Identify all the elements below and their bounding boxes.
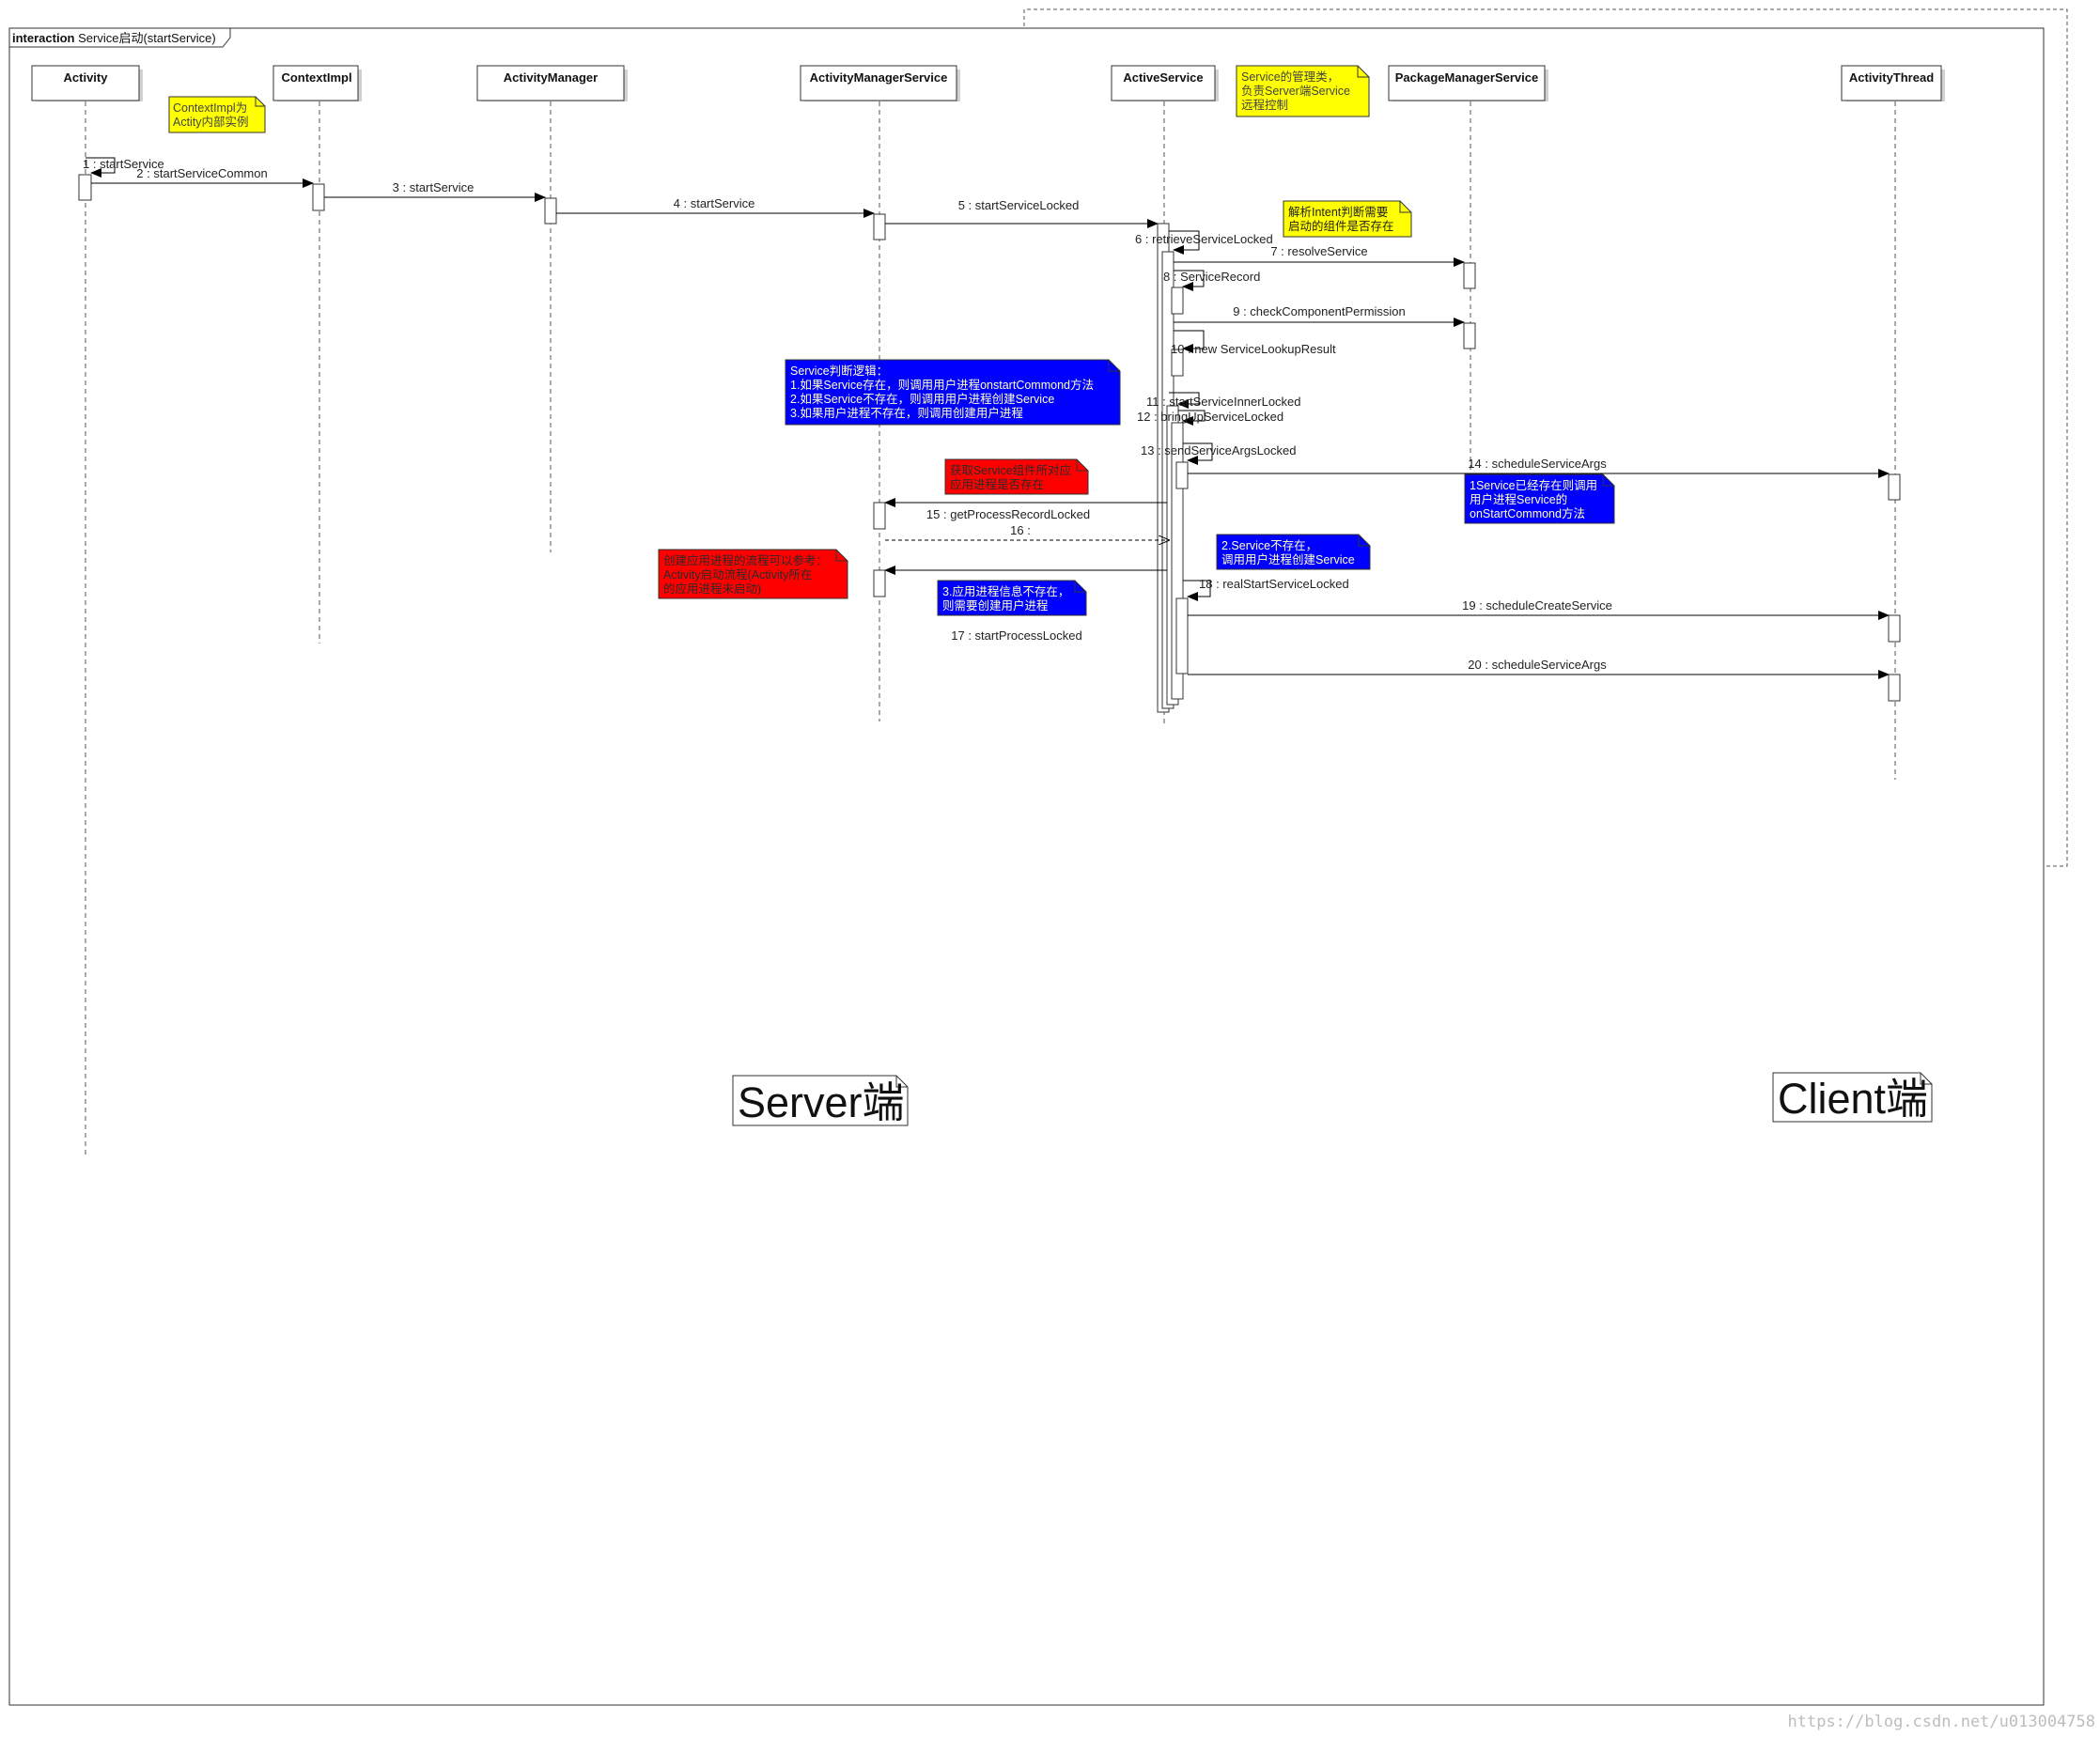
activation-activity — [78, 174, 92, 201]
msg-15-label: 15 : getProcessRecordLocked — [926, 507, 1090, 521]
msg-9-label: 9 : checkComponentPermission — [1233, 304, 1406, 318]
lifeline-head-contextimpl[interactable]: ContextImpl — [272, 65, 362, 101]
msg-11-arrow — [1169, 392, 1200, 409]
svg-text:PackageManagerService: PackageManagerService — [1395, 70, 1538, 85]
msg-12-label: 12 : bringUpServiceLocked — [1137, 410, 1283, 424]
svg-text:ActivityManagerService: ActivityManagerService — [810, 70, 948, 85]
msg-18-arrow — [1183, 580, 1211, 601]
msg-19-label: 19 : scheduleCreateService — [1462, 598, 1612, 613]
note-createprocess: 创建应用进程的流程可以参考：Activity启动流程(Activity所在的应用… — [658, 549, 848, 599]
activation-contextimpl — [312, 183, 325, 211]
msg-1-arrow — [86, 157, 116, 178]
interaction-frame — [8, 27, 2045, 1706]
lifeline-head-activeservice[interactable]: ActiveService — [1111, 65, 1219, 101]
activation-ams-1 — [873, 213, 886, 240]
svg-text:ContextImpl: ContextImpl — [281, 70, 351, 85]
activation-ams-15 — [873, 502, 886, 530]
svg-text:ActivityManager: ActivityManager — [504, 70, 598, 85]
msg-16-label: 16 : — [1010, 523, 1031, 537]
msg-1-label: 1 : startService — [83, 157, 164, 171]
activation-pms-9 — [1463, 322, 1476, 349]
activation-activitymanager — [544, 197, 557, 225]
msg-18-label: 18 : realStartServiceLocked — [1199, 577, 1349, 591]
msg-13-label: 13 : sendServiceArgsLocked — [1141, 443, 1296, 458]
lifeline-head-activity[interactable]: Activity — [31, 65, 143, 101]
watermark: https://blog.csdn.net/u013004758 — [1787, 1713, 2095, 1731]
msg-13-arrow — [1183, 442, 1213, 465]
note-noprocess: 3.应用进程信息不存在，则需要创建用户进程 — [937, 580, 1087, 616]
svg-text:3.应用进程信息不存在，则需要创建用户进程: 3.应用进程信息不存在，则需要创建用户进程 — [942, 584, 1069, 613]
note-notexist: 2.Service不存在，调用用户进程创建Service — [1216, 534, 1371, 570]
svg-text:ActiveService: ActiveService — [1123, 70, 1203, 85]
svg-text:Activity: Activity — [64, 70, 109, 85]
lifeline-head-pms[interactable]: PackageManagerService — [1388, 65, 1548, 101]
lifeline-head-activitymanager[interactable]: ActivityManager — [476, 65, 628, 101]
message-arrows — [86, 157, 1890, 679]
frame-title-tab — [9, 27, 231, 48]
message-labels: 1 : startService 2 : startServiceCommon … — [83, 157, 1612, 672]
svg-text:Server端: Server端 — [738, 1078, 905, 1126]
svg-text:2.Service不存在，调用用户进程创建Service: 2.Service不存在，调用用户进程创建Service — [1221, 539, 1355, 566]
svg-text:Client端: Client端 — [1778, 1075, 1928, 1123]
msg-6-arrow — [1169, 230, 1200, 255]
svg-text:ActivityThread: ActivityThread — [1849, 70, 1934, 85]
activation-at-20 — [1888, 674, 1901, 702]
lifeline-head-ams[interactable]: ActivityManagerService — [800, 65, 960, 101]
activation-at-14 — [1888, 473, 1901, 501]
note-getprocess: 获取Service组件所对应应用进程是否存在 — [944, 458, 1089, 495]
svg-text:获取Service组件所对应应用进程是否存在: 获取Service组件所对应应用进程是否存在 — [950, 463, 1071, 491]
msg-3-label: 3 : startService — [393, 180, 474, 194]
note-logic: Service判断逻辑：1.如果Service存在，则调用用户进程onstart… — [785, 359, 1121, 426]
activation-boxes — [78, 174, 1901, 713]
selection-boundary — [1023, 8, 2068, 867]
activation-at-19 — [1888, 614, 1901, 643]
activation-ams-17 — [873, 569, 886, 597]
activation-as-8 — [1171, 287, 1184, 315]
svg-text:Service判断逻辑：1.如果Service存在，则调用用: Service判断逻辑：1.如果Service存在，则调用用户进程onstart… — [790, 364, 1094, 420]
svg-text:解析Intent判断需要启动的组件是否存在: 解析Intent判断需要启动的组件是否存在 — [1288, 205, 1394, 233]
activation-pms-7 — [1463, 262, 1476, 289]
lifeline-head-activitythread[interactable]: ActivityThread — [1841, 65, 1945, 101]
msg-6-label: 6 : retrieveServiceLocked — [1135, 232, 1273, 246]
msg-2-label: 2 : startServiceCommon — [136, 166, 267, 180]
msg-8-arrow — [1174, 270, 1205, 291]
msg-14-label: 14 : scheduleServiceArgs — [1468, 457, 1607, 471]
activation-as-13 — [1175, 461, 1189, 489]
activation-as-18 — [1175, 597, 1189, 675]
note-intent: 解析Intent判断需要启动的组件是否存在 — [1283, 200, 1412, 238]
msg-4-label: 4 : startService — [674, 196, 755, 210]
svg-text:创建应用进程的流程可以参考：Activity启动流程(Act: 创建应用进程的流程可以参考：Activity启动流程(Activity所在的应用… — [663, 553, 828, 596]
region-label-server: Server端 — [732, 1075, 909, 1126]
msg-17-label: 17 : startProcessLocked — [951, 628, 1081, 643]
msg-10-label: 10 : new ServiceLookupResult — [1171, 342, 1336, 356]
msg-11-label: 11 : startServiceInnerLocked — [1146, 395, 1301, 409]
msg-10-arrow — [1174, 330, 1205, 353]
frame-title: interaction Service启动(startService) — [12, 31, 216, 45]
msg-5-label: 5 : startServiceLocked — [958, 198, 1080, 212]
region-label-client: Client端 — [1772, 1072, 1933, 1123]
activation-as-10 — [1171, 349, 1184, 377]
msg-7-label: 7 : resolveService — [1270, 244, 1367, 258]
msg-20-label: 20 : scheduleServiceArgs — [1468, 658, 1607, 672]
msg-8-label: 8 : ServiceRecord — [1163, 270, 1260, 284]
msg-12-arrow — [1178, 410, 1206, 426]
